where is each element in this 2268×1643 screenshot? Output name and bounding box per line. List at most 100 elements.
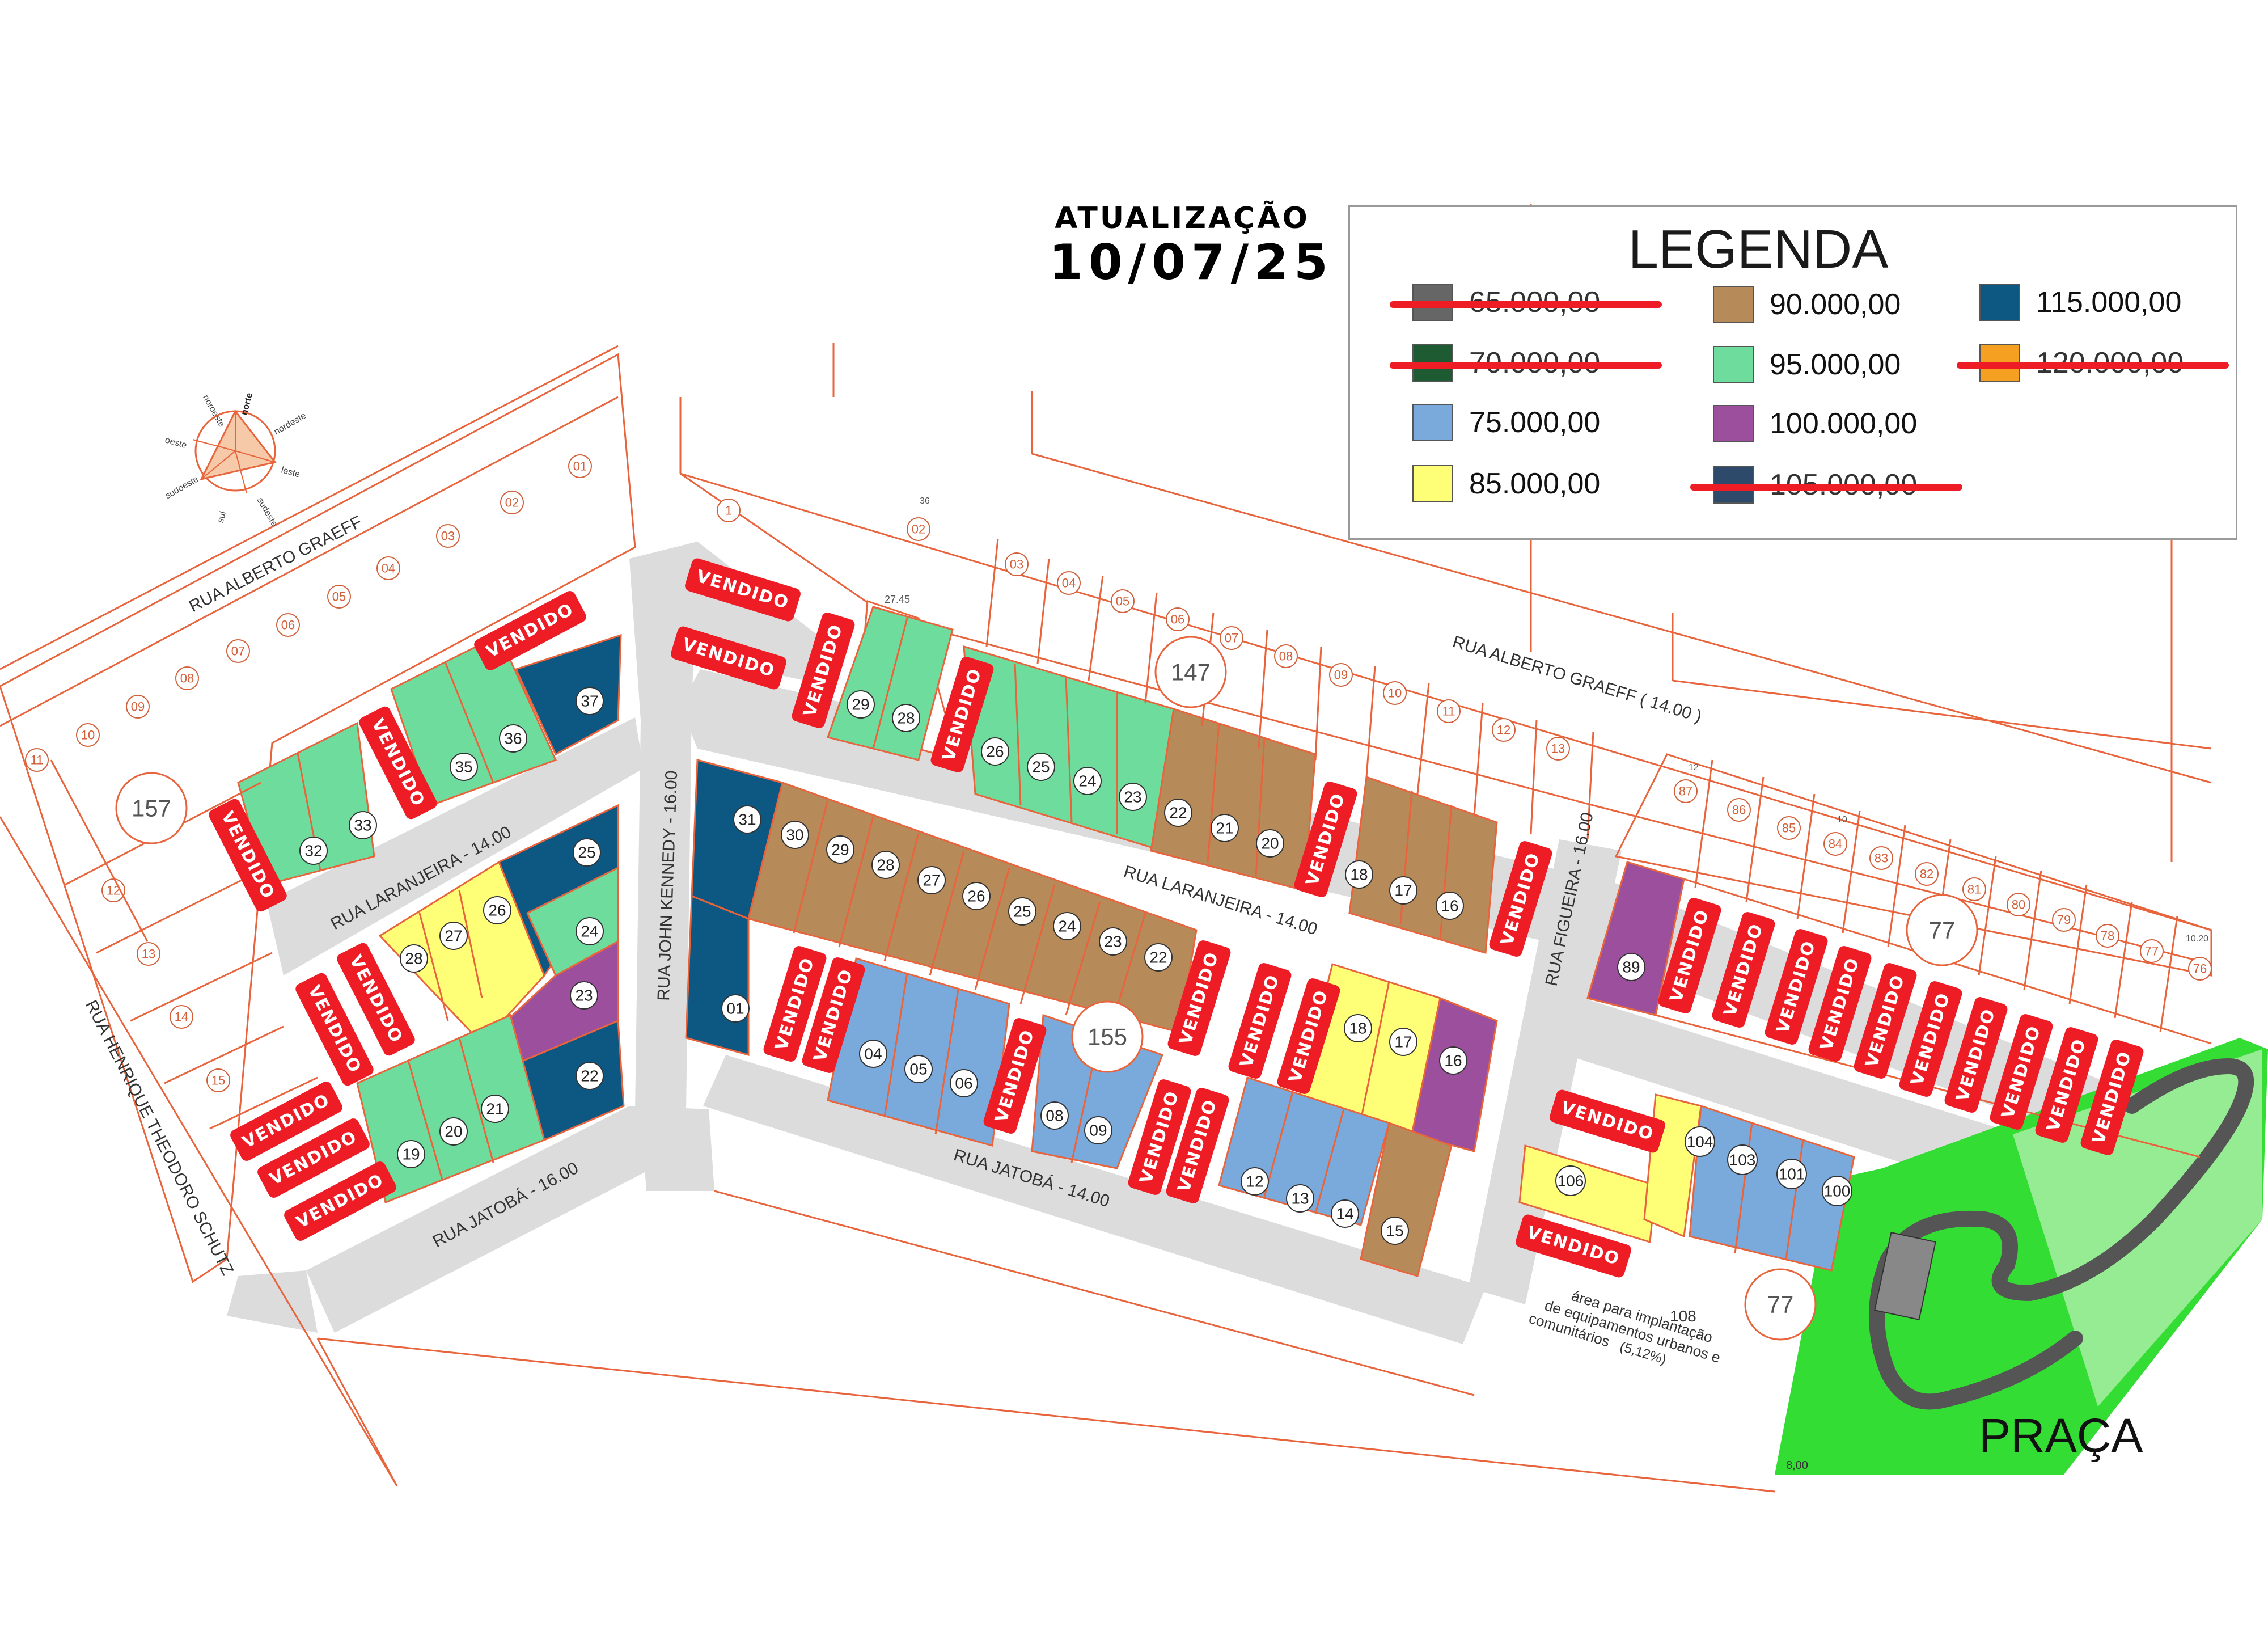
price-legend: LEGENDA 65.000,00 70.000,00 75.000,00 85… — [1348, 205, 2237, 540]
legend-item: 75.000,00 — [1412, 400, 1600, 445]
block-77b: 77 — [1744, 1268, 1817, 1341]
lot-number: 16 — [1439, 1046, 1467, 1075]
svg-text:33: 33 — [354, 817, 371, 834]
lot-108: 108 — [1670, 1307, 1696, 1325]
lot-number: 37 — [576, 687, 604, 715]
lot-number: 13 — [1286, 1184, 1314, 1213]
svg-text:05: 05 — [332, 590, 346, 604]
strike-line — [1390, 301, 1662, 308]
lot-number: 19 — [397, 1140, 425, 1168]
legend-item: 100.000,00 — [1713, 401, 1917, 446]
svg-text:78: 78 — [2101, 929, 2114, 943]
svg-text:106: 106 — [1558, 1172, 1584, 1190]
svg-text:18: 18 — [1349, 1020, 1366, 1037]
svg-text:28: 28 — [877, 856, 894, 874]
lot-number: 12 — [1241, 1167, 1269, 1196]
sold-badge: VENDIDO — [1550, 1089, 1665, 1153]
svg-text:36: 36 — [504, 730, 522, 747]
svg-text:100: 100 — [1824, 1182, 1851, 1200]
lot-number: 05 — [904, 1055, 933, 1083]
lot-number: 25 — [1027, 753, 1055, 781]
lot-number: 06 — [950, 1069, 978, 1097]
lot-number: 09 — [1084, 1116, 1112, 1144]
svg-text:leste: leste — [280, 465, 301, 479]
svg-text:04: 04 — [1062, 576, 1076, 590]
legend-item: 105.000,00 — [1690, 462, 1962, 508]
svg-text:25: 25 — [1013, 903, 1031, 920]
svg-text:83: 83 — [1875, 851, 1888, 865]
praca-label: PRAÇA — [1979, 1409, 2143, 1462]
svg-text:oeste: oeste — [164, 435, 188, 450]
svg-text:14: 14 — [1336, 1205, 1353, 1223]
svg-text:36: 36 — [920, 496, 930, 506]
lot-number: 101 — [1776, 1159, 1807, 1189]
svg-text:09: 09 — [1089, 1122, 1107, 1139]
svg-text:08: 08 — [180, 671, 194, 686]
svg-text:81: 81 — [1967, 882, 1981, 897]
svg-text:22: 22 — [581, 1067, 598, 1085]
lot-number: 27 — [917, 866, 946, 894]
lot-number: 20 — [439, 1117, 468, 1146]
svg-text:80: 80 — [2012, 898, 2025, 912]
legend-item: 65.000,00 — [1390, 280, 1662, 325]
svg-text:05: 05 — [1116, 594, 1129, 609]
lot-number: 26 — [483, 896, 511, 924]
lot-number: 18 — [1345, 860, 1373, 889]
svg-text:03: 03 — [441, 529, 455, 543]
svg-text:06: 06 — [1171, 613, 1184, 627]
lot-number: 30 — [781, 821, 809, 849]
east-lot-numbers: 87 86 85 84 83 82 81 80 79 78 77 76 12 1… — [1674, 759, 2212, 1033]
legend-item: 85.000,00 — [1412, 461, 1600, 506]
svg-text:103: 103 — [1729, 1151, 1756, 1169]
compass-norte: norte — [239, 392, 255, 416]
svg-text:10: 10 — [1837, 815, 1847, 825]
strike-line — [1390, 362, 1662, 369]
svg-text:29: 29 — [852, 696, 869, 713]
legend-swatch — [1713, 346, 1754, 383]
legend-value: 95.000,00 — [1770, 348, 1901, 381]
legend-swatch — [1979, 284, 2020, 321]
svg-text:27.45: 27.45 — [885, 594, 910, 605]
svg-text:37: 37 — [581, 692, 598, 710]
lot-number: 26 — [981, 737, 1009, 766]
lot-number: 106 — [1555, 1165, 1586, 1196]
legend-swatch — [1412, 465, 1453, 502]
community-area-note: área para implantação de equipamentos ur… — [1527, 1287, 1723, 1367]
lot-number: 14 — [1331, 1199, 1359, 1228]
svg-text:02: 02 — [505, 496, 519, 510]
lot-number: 23 — [1119, 783, 1147, 811]
svg-text:08: 08 — [1279, 649, 1293, 664]
svg-text:01: 01 — [726, 1000, 744, 1017]
strike-line — [1957, 362, 2229, 369]
svg-text:12: 12 — [1689, 763, 1699, 772]
svg-text:08: 08 — [1046, 1107, 1063, 1125]
lot-number: 21 — [1211, 814, 1239, 842]
svg-text:31: 31 — [738, 811, 756, 829]
west-lots — [209, 633, 625, 1204]
svg-text:nordeste: nordeste — [273, 411, 308, 437]
svg-text:27: 27 — [445, 927, 462, 945]
lot-number: 22 — [1144, 943, 1173, 972]
svg-text:12: 12 — [1246, 1173, 1263, 1190]
legend-item: 115.000,00 — [1979, 280, 2181, 325]
lot-number: 24 — [1073, 767, 1102, 795]
svg-text:28: 28 — [405, 950, 422, 968]
svg-text:155: 155 — [1088, 1024, 1127, 1050]
lot-number: 103 — [1727, 1144, 1758, 1175]
lot-number: 28 — [892, 704, 920, 732]
sold-badge: VENDIDO — [763, 946, 827, 1062]
svg-text:25: 25 — [578, 844, 595, 861]
west-lot-numbers: 01 02 03 04 05 06 07 08 09 10 11 12 13 1… — [25, 454, 592, 1092]
legend-value: 115.000,00 — [2036, 286, 2182, 319]
svg-text:04: 04 — [864, 1045, 882, 1063]
legend-item: 90.000,00 — [1713, 282, 1901, 327]
legend-value: 85.000,00 — [1469, 467, 1601, 500]
svg-text:28: 28 — [897, 709, 915, 727]
svg-text:77: 77 — [2145, 944, 2159, 958]
update-date: 10/07/25 — [1049, 234, 1334, 291]
svg-text:09: 09 — [1334, 668, 1348, 682]
svg-text:26: 26 — [488, 902, 506, 919]
lot-number: 15 — [1381, 1217, 1409, 1245]
svg-text:86: 86 — [1732, 803, 1746, 817]
